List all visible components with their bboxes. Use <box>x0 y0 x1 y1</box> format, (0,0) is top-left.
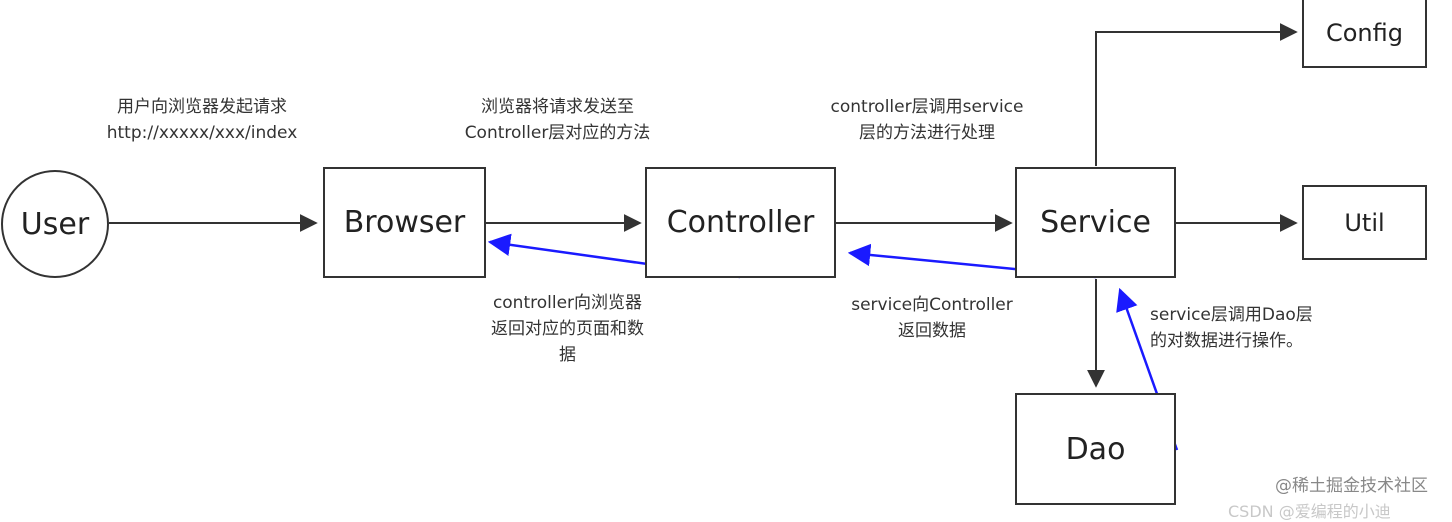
util-label: Util <box>1344 208 1385 237</box>
note-browser-to-controller: 浏览器将请求发送至 Controller层对应的方法 <box>445 94 670 146</box>
note-service-return: service向Controller 返回数据 <box>832 292 1032 344</box>
note-line: 浏览器将请求发送至 <box>481 97 634 117</box>
browser-label: Browser <box>343 205 466 240</box>
note-line: 层的方法进行处理 <box>859 123 995 143</box>
note-line: 的对数据进行操作。 <box>1150 331 1303 351</box>
watermark-partial-text: CSDN @爱编程的小迪 <box>1228 502 1391 521</box>
note-line: controller向浏览器 <box>492 293 643 313</box>
util-node: Util <box>1302 185 1427 260</box>
note-controller-to-service: controller层调用service 层的方法进行处理 <box>812 94 1042 146</box>
service-node: Service <box>1015 167 1176 278</box>
note-line: 返回数据 <box>898 321 966 341</box>
note-user-request: 用户向浏览器发起请求 http://xxxxx/xxx/index <box>92 94 312 146</box>
controller-node: Controller <box>645 167 836 278</box>
browser-node: Browser <box>323 167 486 278</box>
note-line: controller层调用service <box>830 97 1024 117</box>
dao-node: Dao <box>1015 393 1176 505</box>
note-line: http://xxxxx/xxx/index <box>106 123 298 143</box>
arrow-service-to-config <box>1095 23 1298 166</box>
note-controller-return: controller向浏览器 返回对应的页面和数 据 <box>470 290 665 368</box>
note-service-dao: service层调用Dao层 的对数据进行操作。 <box>1150 302 1350 354</box>
note-line: service向Controller <box>851 295 1013 315</box>
user-label: User <box>20 206 90 242</box>
user-node: User <box>1 170 109 278</box>
note-line: service层调用Dao层 <box>1150 305 1313 325</box>
note-line: 返回对应的页面和数 <box>491 319 644 339</box>
service-label: Service <box>1040 205 1151 240</box>
note-line: 据 <box>559 345 576 365</box>
note-line: 用户向浏览器发起请求 <box>117 97 287 117</box>
controller-label: Controller <box>666 205 815 240</box>
watermark-text: @稀土掘金技术社区 <box>1275 476 1428 496</box>
note-line: Controller层对应的方法 <box>464 123 651 143</box>
config-label: Config <box>1325 19 1403 47</box>
dao-label: Dao <box>1065 431 1126 467</box>
config-node: Config <box>1302 0 1427 68</box>
